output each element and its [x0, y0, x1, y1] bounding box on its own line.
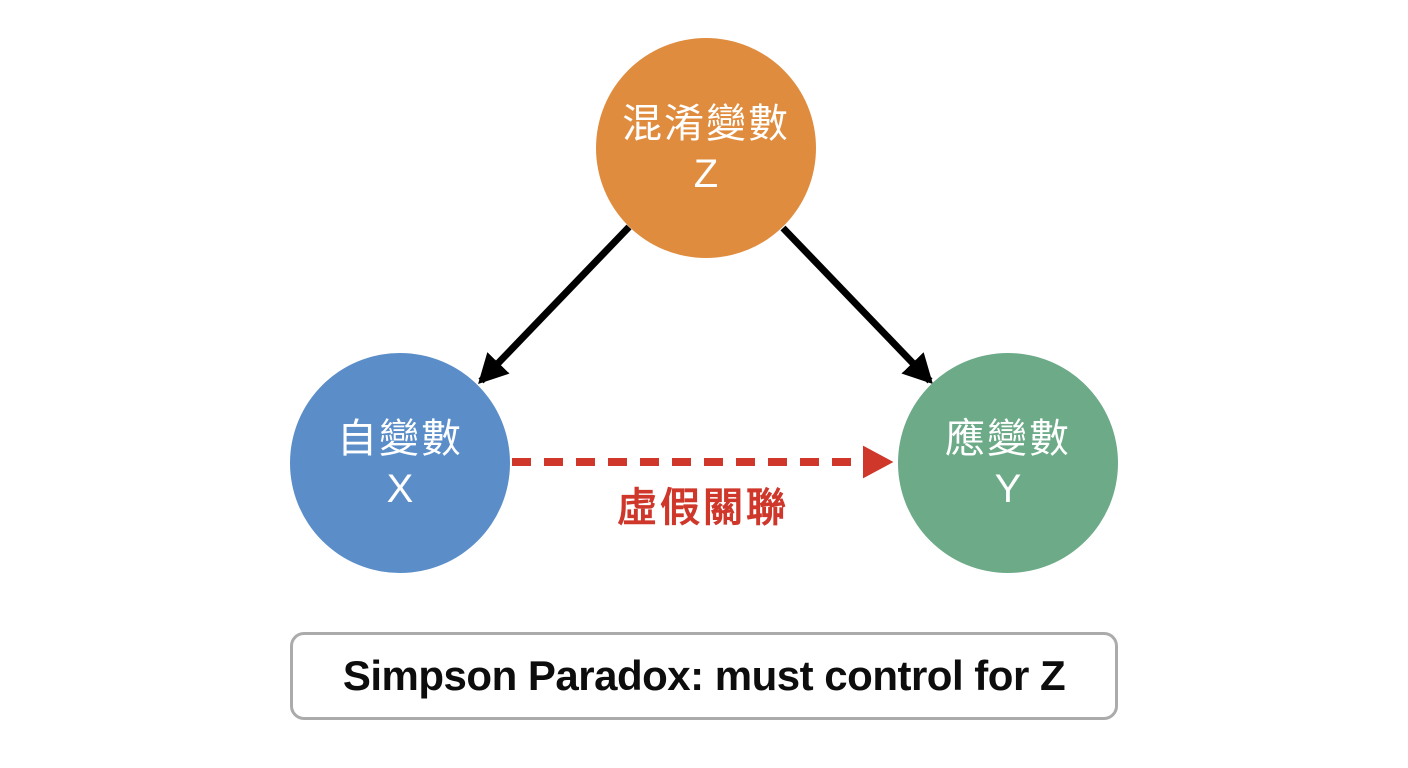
edge-z-to-x: [478, 224, 632, 385]
caption-box: Simpson Paradox: must control for Z: [290, 632, 1118, 720]
node-independent-symbol: X: [386, 467, 414, 511]
spurious-association-label: 虛假關聯: [617, 486, 789, 530]
edge-z-to-y: [780, 225, 933, 385]
node-confounder-z: 混淆變數 Z: [596, 38, 816, 258]
node-independent-label: 自變數: [337, 417, 463, 461]
node-dependent-y: 應變數 Y: [898, 353, 1118, 573]
node-dependent-label: 應變數: [945, 417, 1071, 461]
node-independent-x: 自變數 X: [290, 353, 510, 573]
node-dependent-symbol: Y: [994, 467, 1022, 511]
node-confounder-label: 混淆變數: [622, 102, 790, 146]
caption-text: Simpson Paradox: must control for Z: [342, 652, 1066, 699]
node-confounder-symbol: Z: [693, 152, 719, 196]
